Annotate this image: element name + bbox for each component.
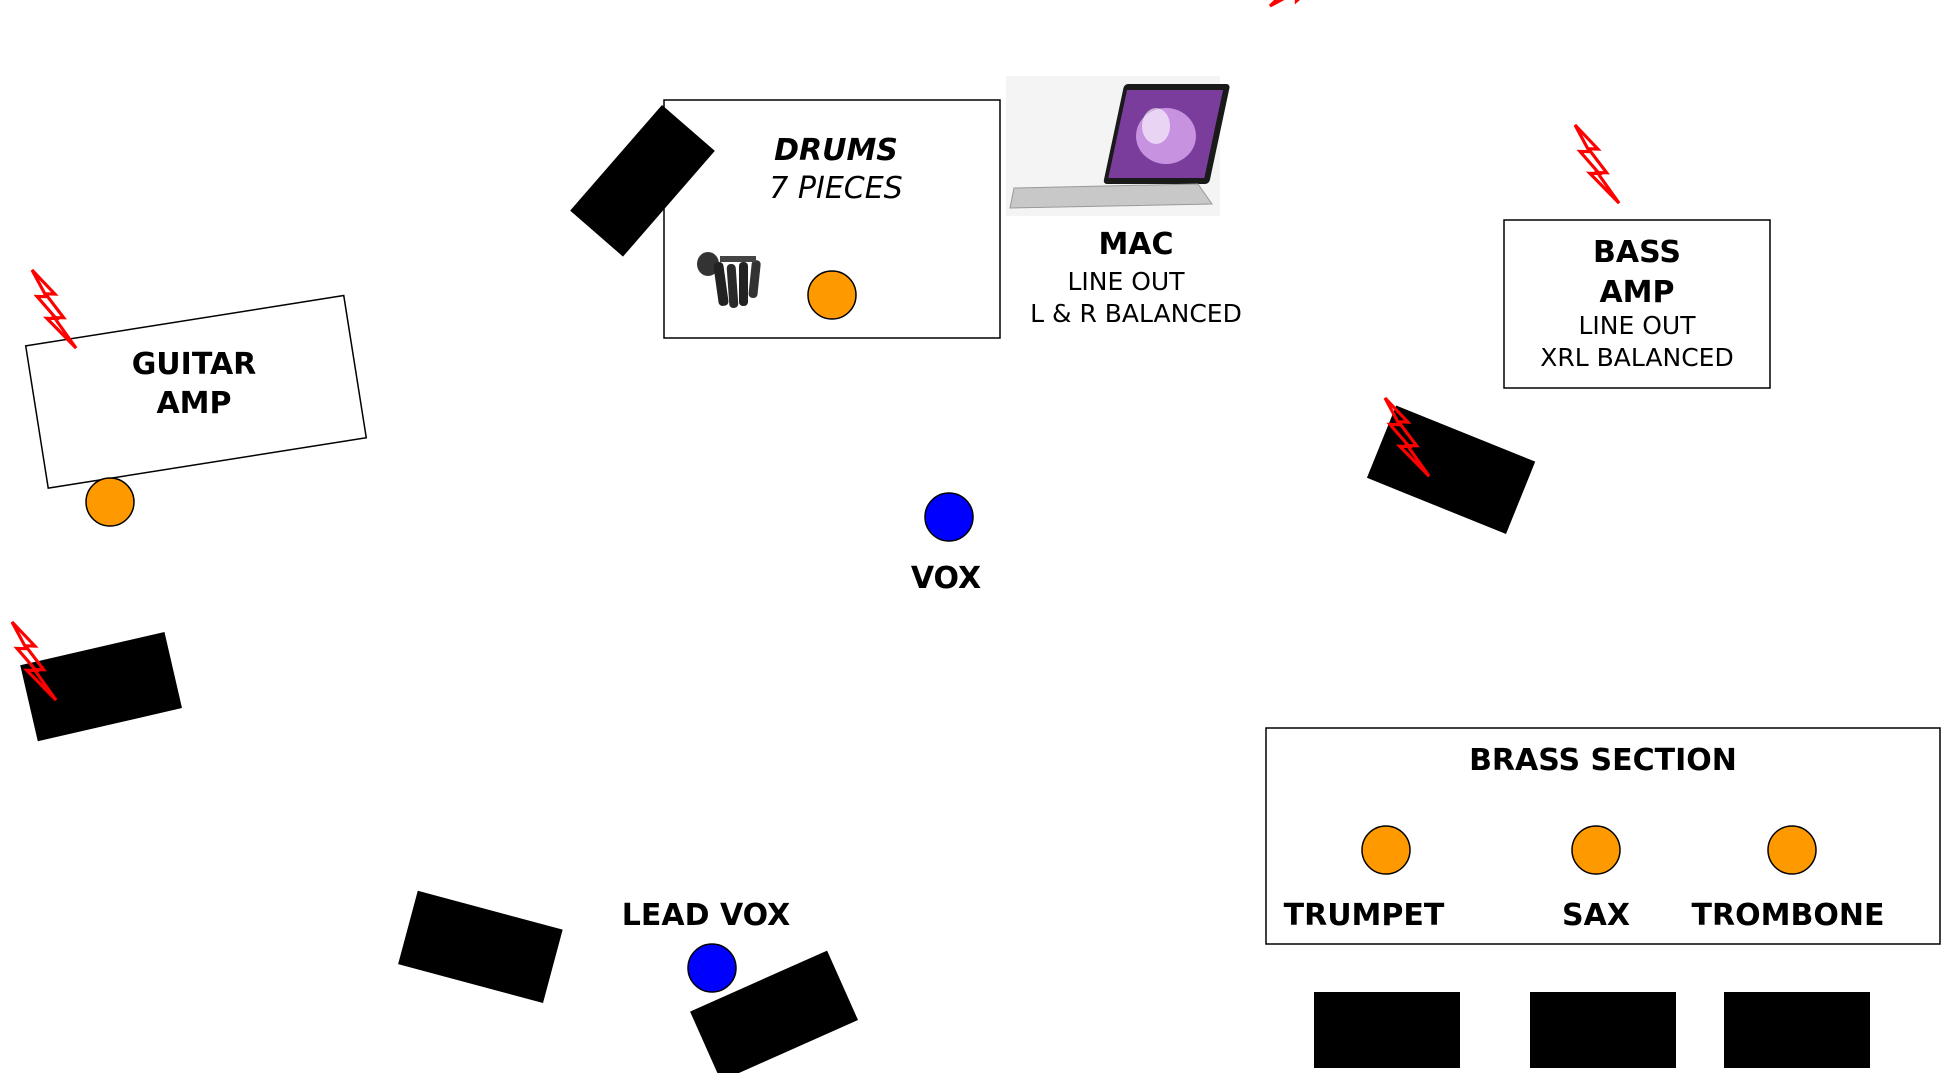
vox-label: VOX — [911, 561, 981, 596]
mac-line-2: L & R BALANCED — [1030, 299, 1242, 328]
drums-area: DRUMS 7 PIECES — [663, 99, 1001, 339]
drum-mic-kit-icon — [697, 252, 761, 308]
floor-monitor-wedge — [20, 631, 182, 742]
floor-monitor-wedge — [1530, 992, 1676, 1068]
power-outlet-bolt-icon — [1550, 123, 1644, 205]
bass-amp: BASS AMP LINE OUT XRL BALANCED — [1503, 219, 1771, 389]
floor-monitor-wedge — [1314, 992, 1460, 1068]
lead-vox-label: LEAD VOX — [622, 898, 790, 933]
drums-title: DRUMS — [774, 133, 898, 168]
brass-instrument-sax: SAX — [1562, 898, 1630, 933]
instrument-mic-icon — [85, 477, 135, 527]
guitar-amp — [24, 294, 368, 490]
mac-labels: MAC LINE OUT L & R BALANCED — [1030, 227, 1242, 328]
floor-monitor-wedge — [690, 950, 858, 1073]
mac-line-1: LINE OUT — [1068, 267, 1186, 296]
instrument-mic-icon — [1767, 825, 1817, 875]
brass-instrument-trumpet: TRUMPET — [1284, 898, 1445, 933]
guitar-amp-box — [24, 294, 368, 490]
instrument-mic-icon — [807, 270, 857, 320]
brass-section: BRASS SECTION TRUMPET SAX TROMBONE — [1265, 727, 1941, 945]
brass-instrument-trombone: TROMBONE — [1692, 898, 1885, 933]
brass-section-title: BRASS SECTION — [1469, 743, 1737, 778]
bass-amp-box — [1503, 219, 1771, 389]
floor-monitor-wedge — [398, 890, 563, 1003]
floor-monitor-wedge — [570, 104, 715, 257]
instrument-mic-icon — [1361, 825, 1411, 875]
bass-amp-line-1: LINE OUT — [1579, 311, 1697, 340]
drums-subtitle: 7 PIECES — [769, 171, 902, 206]
vocal-mic-icon — [687, 943, 737, 993]
instrument-mic-icon — [1571, 825, 1621, 875]
mac-title: MAC — [1098, 227, 1173, 262]
vocal-mic-icon — [924, 492, 974, 542]
power-outlet-bolt-icon — [1268, 0, 1350, 31]
guitar-amp-title-1: GUITAR — [132, 347, 257, 382]
bass-amp-title-2: AMP — [1599, 275, 1674, 310]
bass-amp-line-2: XRL BALANCED — [1540, 343, 1733, 372]
guitar-amp-title-2: AMP — [156, 386, 231, 421]
laptop-icon — [1006, 76, 1230, 216]
floor-monitor-wedge — [1724, 992, 1870, 1068]
bass-amp-title-1: BASS — [1593, 235, 1681, 270]
